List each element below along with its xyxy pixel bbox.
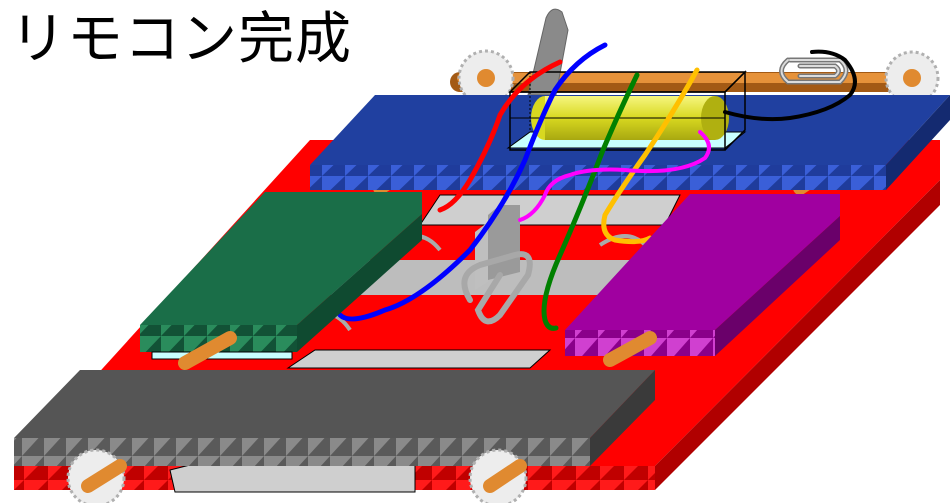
paper-clip-icon	[461, 251, 533, 325]
wire-yellow	[601, 67, 700, 245]
wire-black	[723, 49, 857, 122]
paper-clip-icon	[779, 57, 849, 85]
wires	[337, 42, 857, 331]
gray-plate	[286, 349, 552, 369]
gear-icon	[468, 448, 528, 503]
wire-magenta	[518, 130, 711, 222]
right-board	[565, 194, 840, 356]
front-board	[14, 370, 655, 466]
gear-icon	[66, 448, 127, 503]
title: リモコン完成	[10, 7, 352, 72]
wire-red	[437, 59, 563, 213]
wire-green	[541, 72, 640, 331]
gear-icon	[884, 50, 940, 106]
gray-plate	[419, 194, 681, 226]
front-axle	[178, 331, 237, 370]
wire-blue	[337, 42, 608, 322]
battery-box	[506, 70, 747, 151]
front-axle	[603, 331, 657, 367]
